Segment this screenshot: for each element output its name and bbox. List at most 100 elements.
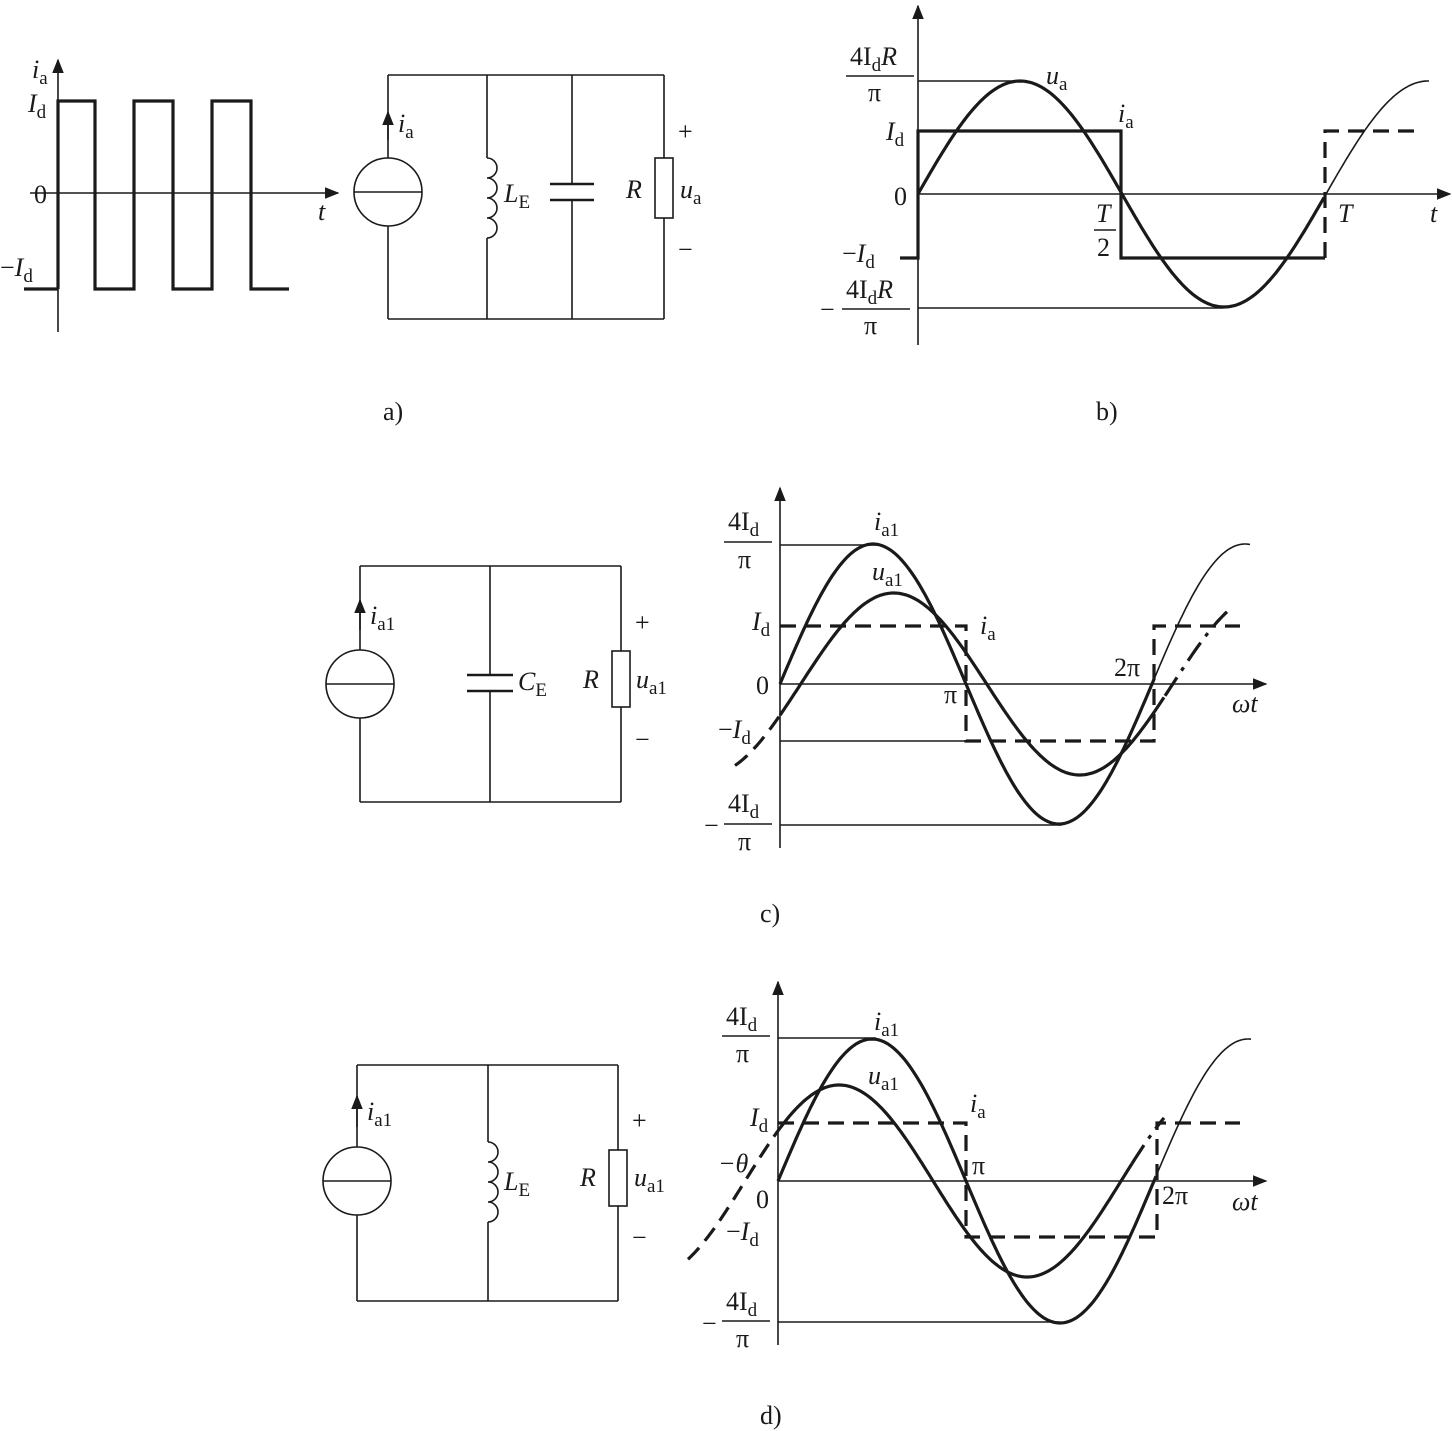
panel-d-resistor-icon xyxy=(608,1149,628,1207)
panel-c-top-den: π xyxy=(738,545,751,574)
panel-a-circuit: ia LE R ua + − xyxy=(353,74,702,320)
panel-b-bottom-minus: − xyxy=(820,295,835,324)
panel-d-top-num: 4Id xyxy=(726,1002,758,1036)
panel-b-caption: b) xyxy=(1096,397,1118,426)
panel-a-ia-label: ia xyxy=(32,55,48,89)
panel-d-sine-ia1-extension xyxy=(1156,1038,1252,1175)
panel-b-bottom-num: 4IdR xyxy=(846,275,893,309)
panel-c-source-label: ia1 xyxy=(370,601,395,635)
panel-c-ia1-label: ia1 xyxy=(874,507,899,541)
panel-d-ia1-label: ia1 xyxy=(874,1007,899,1041)
panel-c-bottom-minus: − xyxy=(704,811,719,840)
panel-b-top-den: π xyxy=(868,78,881,107)
panel-c-sine-ia1-extension xyxy=(1153,543,1251,680)
panel-c-minus-sign: − xyxy=(635,725,650,754)
panel-a-Id-label: Id xyxy=(27,89,47,123)
panel-c-circuit: ia1 CE R ua1 + − xyxy=(325,565,667,803)
panel-d-bottom-num: 4Id xyxy=(726,1287,758,1321)
panel-d-sine-ua1-extension xyxy=(1130,1116,1166,1165)
panel-a-plus-sign: + xyxy=(678,117,693,146)
panel-b-Id-label: Id xyxy=(885,117,905,151)
panel-b-sine-ua xyxy=(916,79,1326,309)
panel-a-resistor-label: R xyxy=(625,175,642,204)
panel-b-bottom-den: π xyxy=(864,311,877,340)
panel-a-source-label: ia xyxy=(398,109,414,143)
panel-b-ia-label: ia xyxy=(1118,99,1134,133)
panel-b-T-label: T xyxy=(1338,199,1354,228)
panel-c-sine-ua1-lead xyxy=(734,715,781,767)
panel-d-Id-label: Id xyxy=(749,1103,769,1137)
panel-d-source-label: ia1 xyxy=(367,1097,392,1131)
panel-d-inductor-icon xyxy=(487,1141,499,1223)
panel-b-ua-label: ua xyxy=(1046,61,1068,95)
panel-b-zero-label: 0 xyxy=(894,182,907,211)
panel-a-minus-Id-label: −Id xyxy=(0,253,33,287)
panel-d-waveforms: 4Id π Id −θ 0 −Id − 4Id π π 2π ωt ia1 ua… xyxy=(686,980,1268,1353)
panel-c-minus-Id-label: −Id xyxy=(718,715,751,749)
panel-d-ua1-label: ua1 xyxy=(868,1061,899,1095)
panel-b-T-half-num: T xyxy=(1096,199,1112,228)
panel-c-resistor-label: R xyxy=(582,665,599,694)
panel-b-square-ia-dashed xyxy=(1323,129,1418,258)
panel-c-sine-ua1 xyxy=(778,591,1166,777)
panel-c-voltage-label: ua1 xyxy=(636,665,667,699)
panel-d-sine-ua1 xyxy=(776,1083,1134,1279)
panel-b-T-half-den: 2 xyxy=(1097,233,1110,262)
panel-c-sine-ua1-extension xyxy=(1163,610,1229,697)
panel-d-plus-sign: + xyxy=(632,1106,647,1135)
panel-d-inductor-label: LE xyxy=(503,1167,530,1201)
panel-b-t-label: t xyxy=(1430,199,1438,228)
panel-a-caption: a) xyxy=(383,397,403,426)
panel-b-sine-ua-extension xyxy=(1324,80,1429,197)
panel-c-ia-label: ia xyxy=(980,611,996,645)
panel-d-zero-label: 0 xyxy=(756,1185,769,1214)
panel-b-top-num: 4IdR xyxy=(850,42,897,76)
panel-c-caption: c) xyxy=(760,899,780,928)
panel-d-wt-label: ωt xyxy=(1232,1187,1258,1216)
panel-c-bottom-den: π xyxy=(738,827,751,856)
panel-d-sine-ua1-lead xyxy=(686,1129,780,1261)
panel-d-square-ia-dashed xyxy=(778,1121,1240,1239)
panel-d-top-den: π xyxy=(736,1039,749,1068)
panel-d-caption: d) xyxy=(760,1401,782,1430)
panel-b-minus-Id-label: −Id xyxy=(842,239,875,273)
panel-a-t-label: t xyxy=(318,197,326,226)
panel-c-2pi-tick: 2π xyxy=(1114,653,1140,682)
panel-c-resistor-icon xyxy=(611,650,631,708)
panel-c-wt-label: ωt xyxy=(1232,689,1258,718)
panel-c-zero-label: 0 xyxy=(756,671,769,700)
panel-d-circuit: ia1 LE R ua1 + − xyxy=(322,1064,665,1302)
panel-d-minus-Id-label: −Id xyxy=(726,1217,759,1251)
panel-a-square-wave xyxy=(56,99,289,291)
panel-a-minus-sign: − xyxy=(678,235,693,264)
panel-d-minus-sign: − xyxy=(632,1223,647,1252)
panel-a-zero-label: 0 xyxy=(34,180,47,209)
panel-c-sine-ia1 xyxy=(778,542,1156,826)
panel-c-pi-tick: π xyxy=(944,680,957,709)
panel-a-waveform: ia Id 0 −Id t xyxy=(0,55,340,332)
panel-b-waveforms: 4IdR π Id 0 −Id − 4IdR π T 2 T t ua ia xyxy=(820,4,1452,345)
panel-c-square-ia-dashed xyxy=(780,624,1240,743)
panel-a-resistor-icon xyxy=(654,157,674,219)
panel-c-circuit-wires xyxy=(359,565,622,803)
panel-d-theta-label: −θ xyxy=(718,1149,749,1178)
panel-c-Id-label: Id xyxy=(751,607,771,641)
panel-c-bottom-num: 4Id xyxy=(728,789,760,823)
panel-d-bottom-minus: − xyxy=(702,1309,717,1338)
panel-c-ua1-label: ua1 xyxy=(872,557,903,591)
panel-d-bottom-den: π xyxy=(736,1324,749,1353)
panel-d-resistor-label: R xyxy=(579,1163,596,1192)
panel-a-voltage-label: ua xyxy=(680,175,702,209)
panel-c-capacitor-label: CE xyxy=(518,667,547,701)
panel-c-top-num: 4Id xyxy=(728,507,760,541)
panel-b-square-ia xyxy=(900,129,1325,260)
panel-d-pi-tick: π xyxy=(972,1151,985,1180)
panel-c-waveforms: 4Id π Id 0 −Id − 4Id π π 2π ωt ia1 ua1 i… xyxy=(704,486,1268,856)
panel-a-inductor-label: LE xyxy=(503,179,530,213)
panel-a-inductor-icon xyxy=(486,157,498,239)
panel-d-sine-ia1 xyxy=(776,1037,1158,1325)
panel-c-plus-sign: + xyxy=(635,608,650,637)
panel-d-ia-label: ia xyxy=(970,1089,986,1123)
panel-d-2pi-tick: 2π xyxy=(1162,1181,1188,1210)
